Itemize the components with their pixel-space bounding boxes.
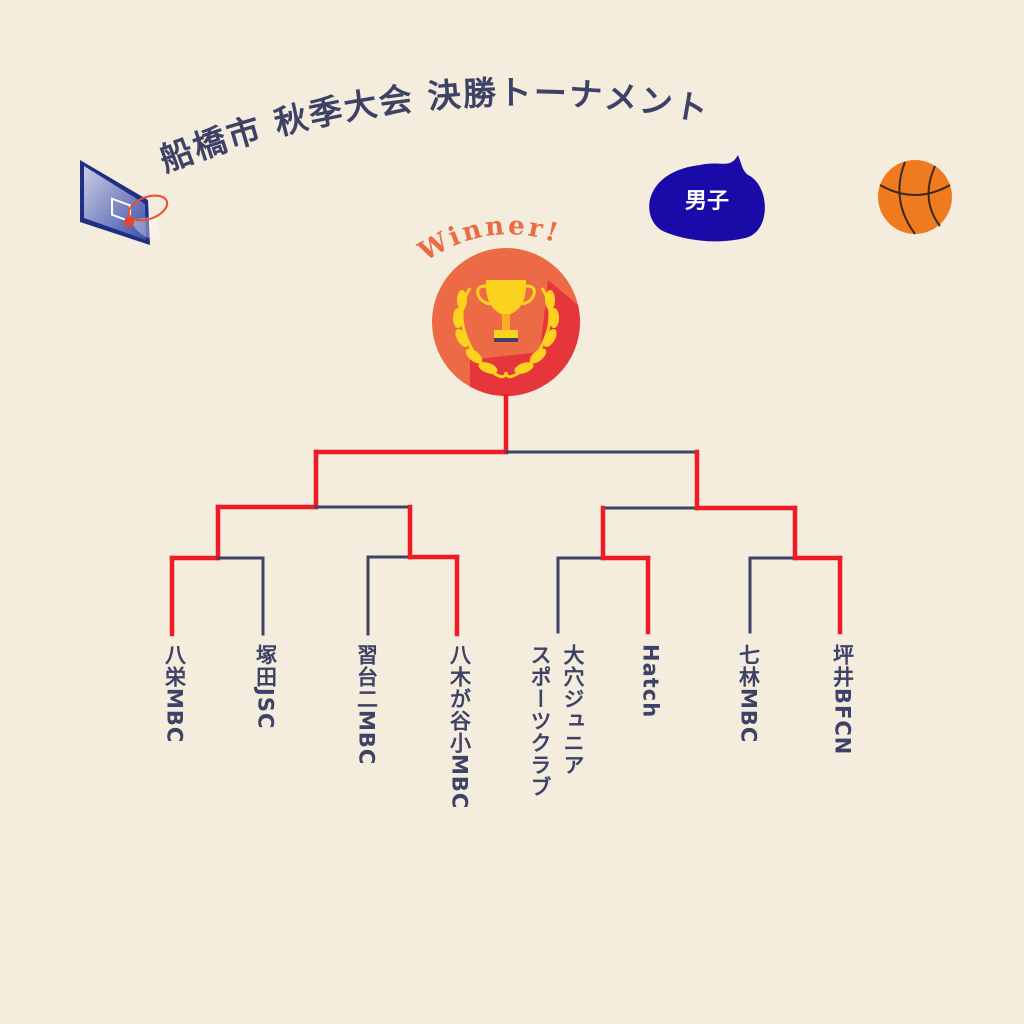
team-label: 七林MBC <box>736 644 761 744</box>
basketball-hoop-icon <box>80 160 169 245</box>
team-label: Hatch <box>638 644 663 719</box>
basketball-icon <box>878 160 952 235</box>
trophy-icon <box>476 280 536 342</box>
team-label: 坪井BFCN <box>830 644 855 756</box>
team-label: 習台二MBC <box>354 644 379 766</box>
page-title: 船橋市 秋季大会 決勝トーナメント <box>154 73 712 179</box>
team-label: 大穴ジュニア スポーツクラブ <box>528 644 585 798</box>
division-badge: 男子 <box>685 189 729 214</box>
bracket <box>169 393 843 637</box>
speech-bubble-icon <box>649 155 765 242</box>
laurel-wreath-icon <box>453 287 559 379</box>
team-label: 八栄MBC <box>162 644 187 744</box>
team-label: 八木が谷小MBC <box>447 644 472 810</box>
team-label: 塚田JSC <box>253 644 278 730</box>
page-title-text: 船橋市 秋季大会 決勝トーナメント <box>154 73 710 179</box>
trophy-badge <box>432 248 580 396</box>
